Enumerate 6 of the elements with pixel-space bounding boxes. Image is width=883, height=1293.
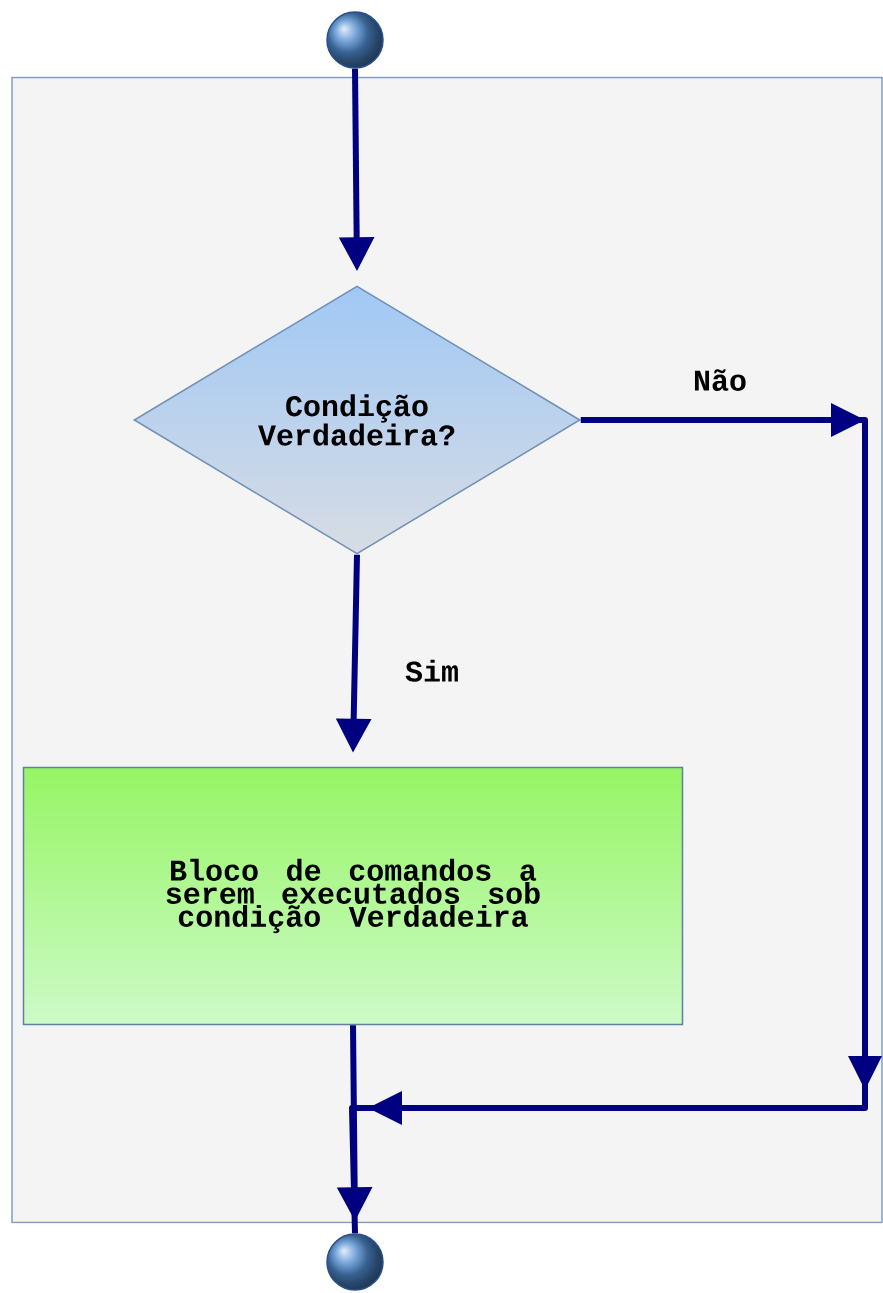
terminal-circle (326, 11, 384, 69)
edge-label: Não (691, 367, 749, 393)
arrow (349, 403, 882, 1234)
terminal-circle (326, 1233, 384, 1291)
edge-label: Sim (403, 657, 461, 684)
process-box: Bloco de comandos a serem executados sob condição Verdadeira (22, 766, 684, 1026)
